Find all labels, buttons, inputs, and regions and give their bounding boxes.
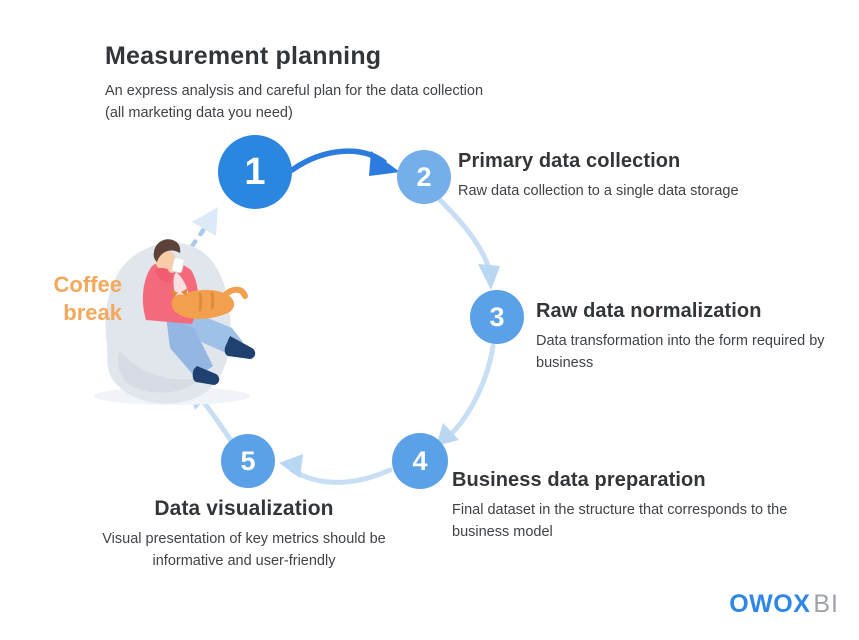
- page-title: Measurement planning: [105, 42, 382, 70]
- step-3-circle: 3: [470, 290, 524, 344]
- step-1-circle: 1: [218, 135, 292, 209]
- step-2-circle: 2: [397, 150, 451, 204]
- step-2-text-block: Primary data collection Raw data collect…: [458, 150, 739, 203]
- arrow-step1-to-step2: [289, 148, 400, 176]
- coffee-break-label: Coffee break: [36, 271, 122, 326]
- step-2-heading: Primary data collection: [458, 150, 681, 172]
- step-5-heading: Data visualization: [154, 497, 334, 520]
- step-2-number: 2: [416, 161, 432, 192]
- step-4-description: Final dataset in the structure that corr…: [452, 502, 788, 540]
- coffee-break-illustration: [94, 239, 256, 405]
- coffee-break-line-2: break: [63, 299, 122, 325]
- step-3-heading: Raw data normalization: [536, 300, 762, 322]
- step-5-number: 5: [240, 445, 256, 476]
- coffee-break-line-1: Coffee: [53, 272, 122, 297]
- step-5-circle: 5: [221, 434, 275, 488]
- logo-owox-text: OWOX: [729, 590, 811, 618]
- arrow-step4-to-step5: [279, 454, 393, 485]
- step-4-text-block: Business data preparation Final dataset …: [452, 469, 802, 544]
- step-5-description: Visual presentation of key metrics shoul…: [102, 531, 386, 569]
- step-1-number: 1: [244, 150, 266, 193]
- step-3-number: 3: [489, 301, 505, 332]
- arrow-step2-to-step3: [437, 197, 500, 290]
- logo-bi-text: BI: [813, 590, 839, 618]
- step-2-description: Raw data collection to a single data sto…: [458, 183, 739, 199]
- step-3-description: Data transformation into the form requir…: [536, 333, 825, 371]
- arrow-step3-to-step4: [436, 343, 496, 446]
- step-4-number: 4: [412, 445, 428, 476]
- step-4-circle: 4: [392, 433, 448, 489]
- step-4-heading: Business data preparation: [452, 469, 706, 491]
- step-3-text-block: Raw data normalization Data transformati…: [536, 300, 859, 375]
- page-subtitle-line-1: An express analysis and careful plan for…: [105, 83, 484, 99]
- title-block: Measurement planning An express analysis…: [105, 42, 483, 125]
- step-5-text-block: Data visualization Visual presentation o…: [89, 497, 399, 573]
- page-subtitle-line-2: (all marketing data you need): [105, 105, 293, 122]
- owox-bi-logo: OWOX BI: [729, 590, 839, 619]
